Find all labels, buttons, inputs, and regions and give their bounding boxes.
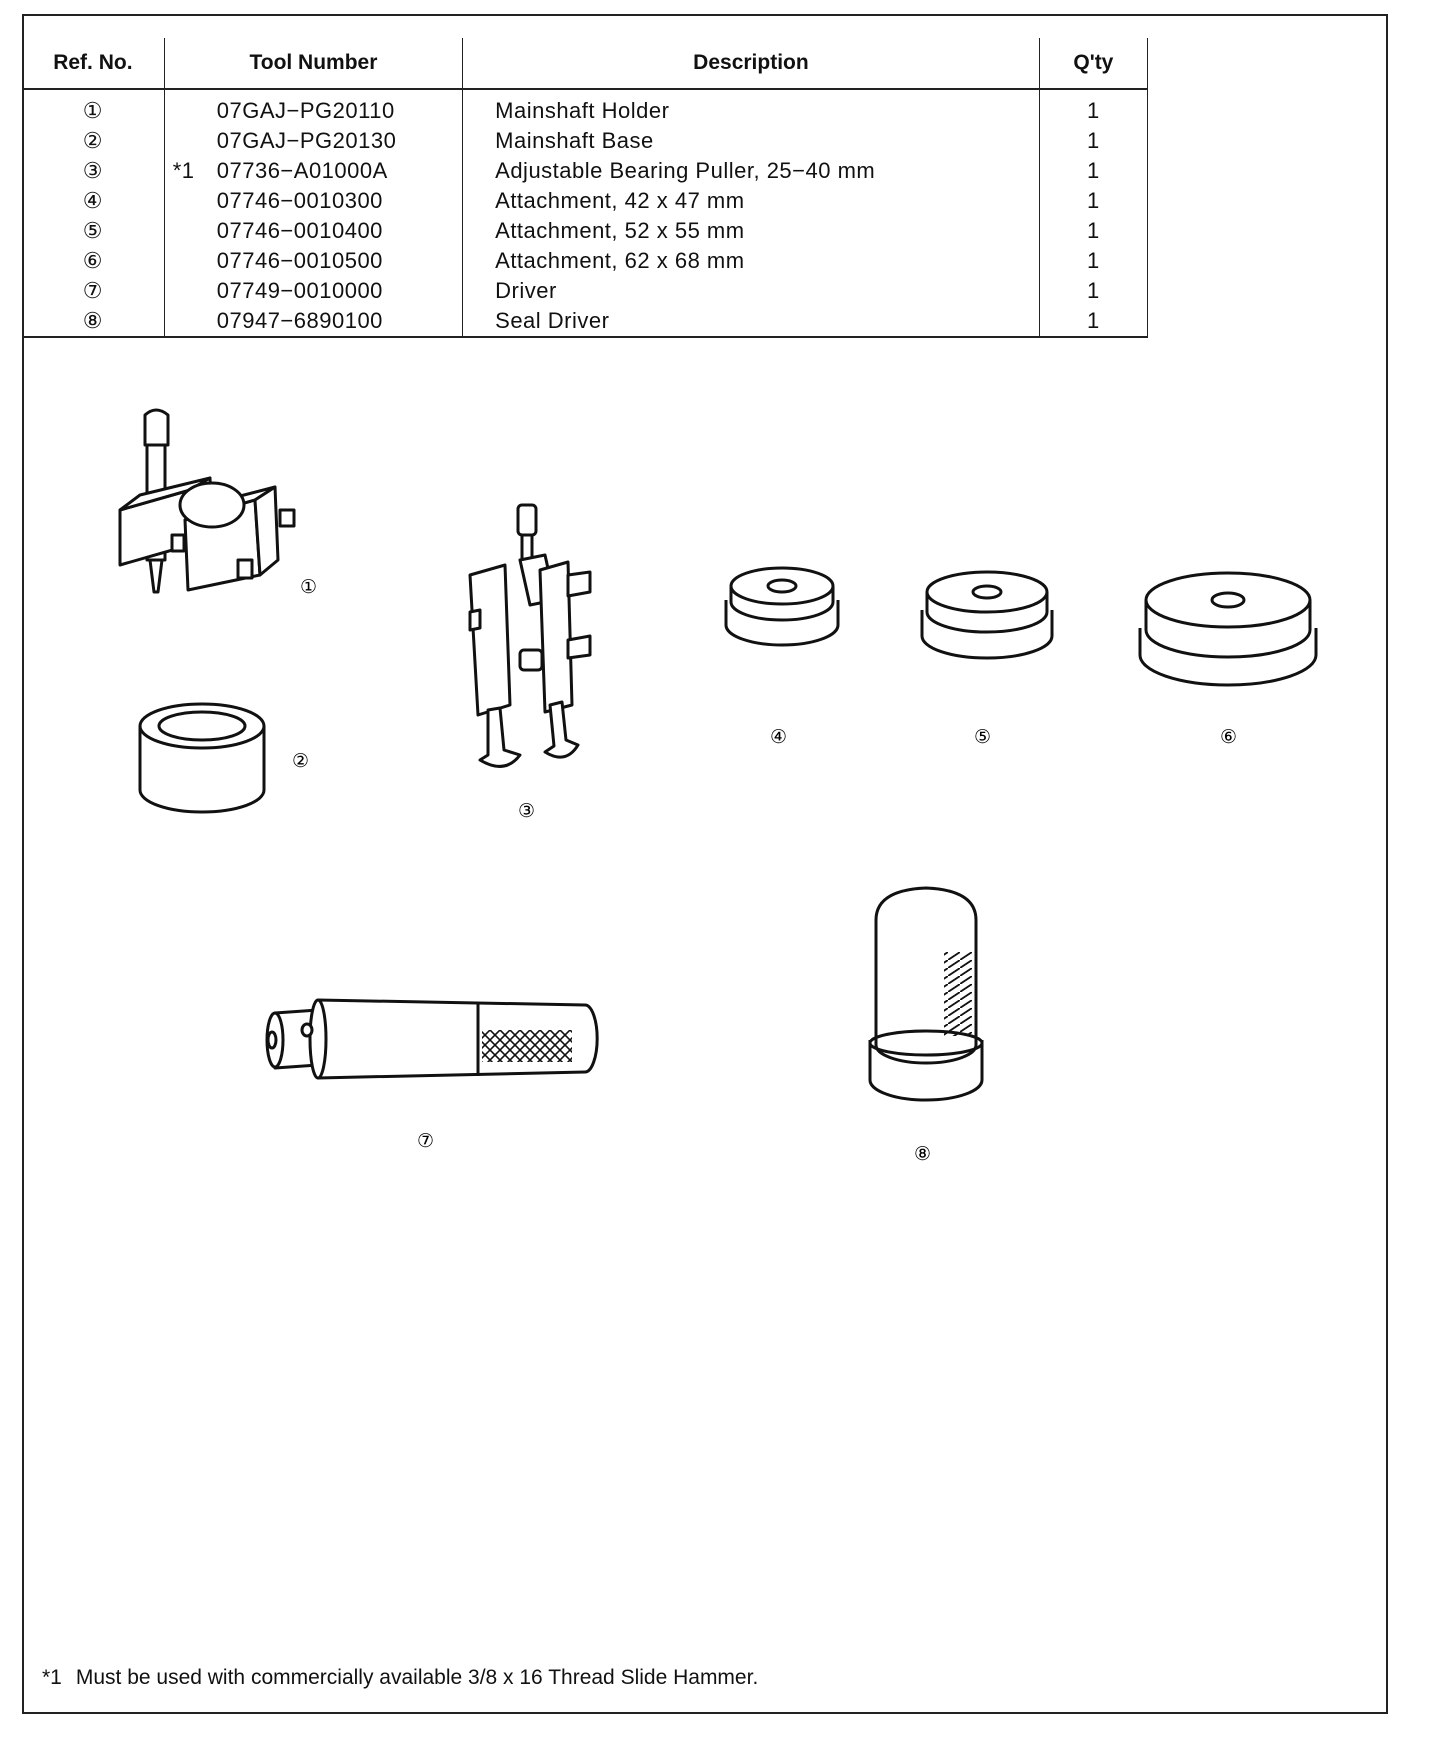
ref-no: ② bbox=[82, 128, 103, 153]
quantity: 1 bbox=[1038, 89, 1149, 126]
mainshaft-base-illustration bbox=[138, 702, 266, 814]
ref-no: ⑤ bbox=[82, 218, 103, 243]
footnote-mark: *1 bbox=[42, 1666, 62, 1689]
ref-no: ⑦ bbox=[82, 278, 103, 303]
quantity: 1 bbox=[1038, 126, 1149, 156]
tool-number-cell: 07746−0010500 bbox=[163, 246, 463, 276]
description: Driver bbox=[462, 276, 1040, 306]
table-row: ⑥ 07746−0010500 Attachment, 62 x 68 mm 1 bbox=[22, 246, 1149, 276]
table-row: ⑦ 07749−0010000 Driver 1 bbox=[22, 276, 1149, 306]
tool-number-cell: 07947−6890100 bbox=[163, 306, 463, 338]
tool-number: 07GAJ−PG20110 bbox=[216, 98, 395, 123]
figure-label-4: ④ bbox=[770, 726, 787, 748]
driver-illustration bbox=[265, 998, 599, 1080]
footnote: *1 Must be used with commercially availab… bbox=[42, 1666, 758, 1690]
figure-label-7: ⑦ bbox=[417, 1130, 434, 1152]
quantity: 1 bbox=[1038, 156, 1149, 186]
figure-label-2: ② bbox=[292, 750, 309, 772]
table-row: ④ 07746−0010300 Attachment, 42 x 47 mm 1 bbox=[22, 186, 1149, 216]
special-tools-table: Ref. No. Tool Number Description Q'ty ① … bbox=[22, 38, 1149, 338]
description: Adjustable Bearing Puller, 25−40 mm bbox=[462, 156, 1040, 186]
table-header-row: Ref. No. Tool Number Description Q'ty bbox=[22, 38, 1149, 90]
mainshaft-holder-illustration bbox=[118, 408, 296, 594]
tool-number-cell: 07GAJ−PG20110 bbox=[163, 89, 463, 126]
header-tool-number: Tool Number bbox=[163, 38, 463, 90]
header-description: Description bbox=[462, 38, 1040, 90]
quantity: 1 bbox=[1038, 186, 1149, 216]
tool-number: 07746−0010300 bbox=[216, 188, 383, 213]
tool-number-cell: 07746−0010400 bbox=[163, 216, 463, 246]
tool-number: 07947−6890100 bbox=[216, 308, 383, 333]
description: Mainshaft Holder bbox=[462, 89, 1040, 126]
description: Seal Driver bbox=[462, 306, 1040, 338]
quantity: 1 bbox=[1038, 216, 1149, 246]
description: Mainshaft Base bbox=[462, 126, 1040, 156]
ref-no: ① bbox=[82, 98, 103, 123]
quantity: 1 bbox=[1038, 246, 1149, 276]
note-mark: *1 bbox=[172, 158, 195, 183]
description: Attachment, 52 x 55 mm bbox=[462, 216, 1040, 246]
tool-number: 07749−0010000 bbox=[216, 278, 383, 303]
tool-number-cell: 07GAJ−PG20130 bbox=[163, 126, 463, 156]
ref-no: ④ bbox=[82, 188, 103, 213]
description: Attachment, 62 x 68 mm bbox=[462, 246, 1040, 276]
figure-label-5: ⑤ bbox=[974, 726, 991, 748]
tool-number-cell: 07749−0010000 bbox=[163, 276, 463, 306]
tool-number: 07GAJ−PG20130 bbox=[216, 128, 397, 153]
tool-number-cell: 07746−0010300 bbox=[163, 186, 463, 216]
ref-no: ⑥ bbox=[82, 248, 103, 273]
page-frame bbox=[22, 14, 1388, 1714]
figure-label-8: ⑧ bbox=[914, 1143, 931, 1165]
ref-no: ⑧ bbox=[22, 306, 165, 338]
tool-number: 07746−0010500 bbox=[216, 248, 383, 273]
table-row: ② 07GAJ−PG20130 Mainshaft Base 1 bbox=[22, 126, 1149, 156]
table-row: ⑤ 07746−0010400 Attachment, 52 x 55 mm 1 bbox=[22, 216, 1149, 246]
bearing-puller-illustration bbox=[468, 503, 592, 768]
ref-no: ③ bbox=[82, 158, 103, 183]
seal-driver-illustration bbox=[868, 886, 984, 1102]
attachment-52x55-illustration bbox=[920, 570, 1054, 660]
attachment-42x47-illustration bbox=[724, 566, 840, 647]
table-row: ① 07GAJ−PG20110 Mainshaft Holder 1 bbox=[22, 89, 1149, 126]
table-row: ③ *1 07736−A01000A Adjustable Bearing Pul… bbox=[22, 156, 1149, 186]
table-row: ⑧ 07947−6890100 Seal Driver 1 bbox=[22, 306, 1149, 338]
description: Attachment, 42 x 47 mm bbox=[462, 186, 1040, 216]
figure-label-6: ⑥ bbox=[1220, 726, 1237, 748]
quantity: 1 bbox=[1038, 306, 1149, 338]
footnote-text: Must be used with commercially available… bbox=[75, 1666, 759, 1689]
tool-number: 07746−0010400 bbox=[216, 218, 383, 243]
attachment-62x68-illustration bbox=[1138, 571, 1318, 687]
quantity: 1 bbox=[1038, 276, 1149, 306]
tool-number-cell: *1 07736−A01000A bbox=[163, 156, 463, 186]
figure-label-3: ③ bbox=[518, 800, 535, 822]
tool-number: 07736−A01000A bbox=[216, 158, 388, 183]
header-ref-no: Ref. No. bbox=[22, 38, 165, 90]
figure-label-1: ① bbox=[300, 576, 317, 598]
header-qty: Q'ty bbox=[1038, 38, 1149, 90]
